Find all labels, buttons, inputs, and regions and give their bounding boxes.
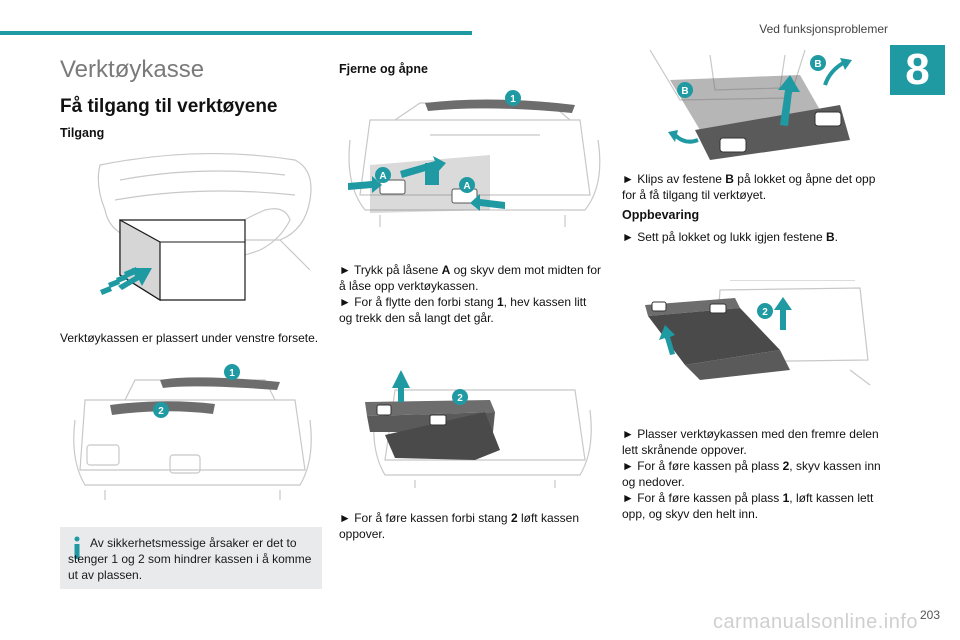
rod-1-label: 1 xyxy=(229,368,235,379)
section-subtitle: Få tilgang til verktøyene xyxy=(60,96,278,117)
open-lid-figure: B B xyxy=(649,50,852,160)
watermark: carmanualsonline.info xyxy=(712,611,918,633)
lift-box-figure: 2 xyxy=(365,370,592,488)
latch-a-right-label: A xyxy=(463,181,470,192)
access-heading: Tilgang xyxy=(60,126,105,140)
latch-a-left-label: A xyxy=(379,171,386,182)
remove-steps: ► Trykk på låsene A og skyv dem mot midt… xyxy=(339,262,601,326)
info-icon xyxy=(74,536,80,559)
step-lift-box: ► For å føre kassen forbi stang 2 løft k… xyxy=(339,511,579,541)
position-2-label: 2 xyxy=(762,307,768,318)
step-position-2: ► For å føre kassen på plass 2, skyv kas… xyxy=(622,459,881,489)
header-accent-bar xyxy=(0,31,472,35)
step-position-1: ► For å føre kassen på plass 1, løft kas… xyxy=(622,491,874,521)
section-title: Ved funksjonsproblemer xyxy=(759,22,888,36)
step-unlock: ► Trykk på låsene A og skyv dem mot midt… xyxy=(339,263,601,293)
remove-open-heading: Fjerne og åpne xyxy=(339,62,428,76)
chapter-badge: 8 xyxy=(890,45,945,95)
rod-1-label-b: 1 xyxy=(510,94,516,105)
storage-steps: ► Plasser verktøykassen med den fremre d… xyxy=(622,426,887,522)
clip-b-left-label: B xyxy=(681,86,688,97)
rod-2-label: 2 xyxy=(158,406,164,417)
clip-b-right-label: B xyxy=(814,59,821,70)
page-title: Verktøykasse xyxy=(60,56,205,83)
step-pass-rod-1: ► For å flytte den forbi stang 1, hev ka… xyxy=(339,295,587,325)
storage-heading: Oppbevaring xyxy=(622,208,700,222)
box-rods-figure: 1 2 xyxy=(73,364,312,500)
unlock-latches-figure: A A 1 xyxy=(348,90,601,227)
step-place-front: ► Plasser verktøykassen med den fremre d… xyxy=(622,427,879,457)
safety-info-text: Av sikkerhetsmessige årsaker er det to s… xyxy=(68,536,312,582)
toolbox-location-text: Verktøykassen er plassert under venstre … xyxy=(60,331,319,345)
safety-info-box: Av sikkerhetsmessige årsaker er det to s… xyxy=(60,527,322,589)
step-close-lid: ► Sett på lokket og lukk igjen festene B… xyxy=(622,230,839,244)
insert-box-figure: 2 xyxy=(645,280,871,386)
rod-2-label-b: 2 xyxy=(457,393,463,404)
seat-toolbox-figure xyxy=(97,153,312,302)
step-unclip: ► Klips av festene B på lokket og åpne d… xyxy=(622,172,876,202)
page-number: 203 xyxy=(919,608,940,622)
